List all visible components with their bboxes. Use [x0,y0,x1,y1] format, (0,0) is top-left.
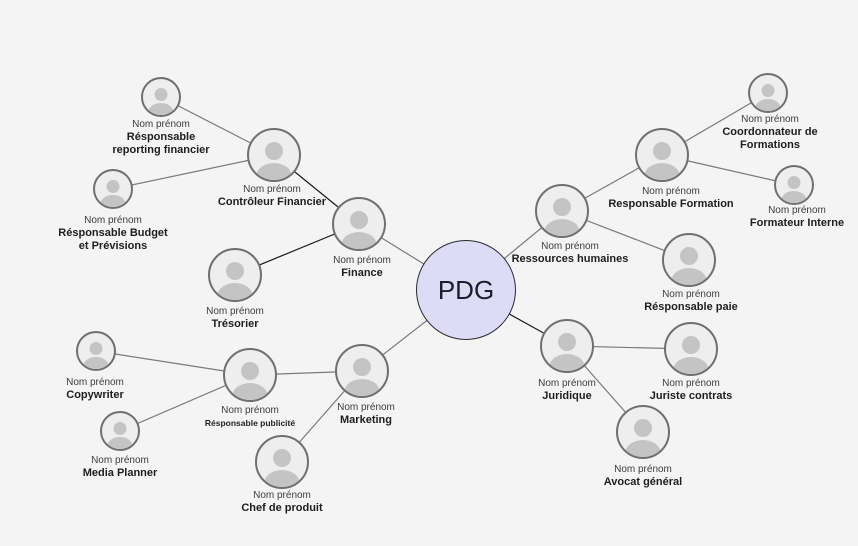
person-name: Nom prénom [206,306,264,317]
user-avatar-icon [540,319,594,373]
user-avatar-icon [748,73,788,113]
copywriter-label: Nom prénom Copywriter [66,376,124,402]
person-name: Nom prénom [243,184,301,195]
person-name: Nom prénom [541,241,599,252]
budget-avatar[interactable] [93,169,133,209]
role-title: Contrôleur Financier [217,196,327,208]
role-title: Chef de produit [241,502,323,514]
person-name: Nom prénom [614,464,672,475]
reporting-avatar[interactable] [141,77,181,117]
user-avatar-icon [664,322,718,376]
person-name: Nom prénom [84,215,142,226]
coordonnateur-label: Nom prénom Coordonnateur de Formations [714,113,826,152]
paie-label: Nom prénom Résponsable paie [644,288,738,314]
role-title: Coordonnateur de Formations [722,126,818,151]
user-avatar-icon [774,165,814,205]
person-name: Nom prénom [333,255,391,266]
user-avatar-icon [635,128,689,182]
controleur-label: Nom prénom Contrôleur Financier [218,183,326,209]
formation-avatar[interactable] [635,128,689,182]
tresorier-label: Nom prénom Trésorier [206,305,264,331]
user-avatar-icon [223,348,277,402]
avocat-label: Nom prénom Avocat général [604,463,682,489]
budget-label: Nom prénom Résponsable Budget et Prévisi… [54,214,172,253]
role-title: Trésorier [211,318,259,330]
coordonnateur-avatar[interactable] [748,73,788,113]
person-name: Nom prénom [538,378,596,389]
finance-avatar[interactable] [332,197,386,251]
rh-label: Nom prénom Ressources humaines [512,240,629,266]
user-avatar-icon [662,233,716,287]
user-avatar-icon [141,77,181,117]
rh-avatar[interactable] [535,184,589,238]
formation-label: Nom prénom Responsable Formation [608,185,733,211]
role-title: Responsable Formation [608,198,734,210]
avocat-avatar[interactable] [616,405,670,459]
publicite-avatar[interactable] [223,348,277,402]
controleur-avatar[interactable] [247,128,301,182]
mediaplanner-label: Nom prénom Media Planner [83,454,158,480]
user-avatar-icon [93,169,133,209]
user-avatar-icon [76,331,116,371]
role-title: Juriste contrats [649,390,733,402]
person-name: Nom prénom [768,205,826,216]
mediaplanner-avatar[interactable] [100,411,140,451]
copywriter-avatar[interactable] [76,331,116,371]
chefproduit-label: Nom prénom Chef de produit [241,489,322,515]
user-avatar-icon [535,184,589,238]
role-title: Formateur Interne [749,217,845,229]
chefproduit-avatar[interactable] [255,435,309,489]
user-avatar-icon [332,197,386,251]
marketing-label: Nom prénom Marketing [337,401,395,427]
user-avatar-icon [208,248,262,302]
role-title: Copywriter [66,389,124,401]
role-title: Ressources humaines [511,253,629,265]
role-title: Résponsable Budget et Prévisions [58,227,168,252]
person-name: Nom prénom [741,114,799,125]
publicite-label: Nom prénom Résponsable publicité [205,404,295,430]
user-avatar-icon [255,435,309,489]
juridique-label: Nom prénom Juridique [538,377,596,403]
role-title: Avocat général [603,476,683,488]
user-avatar-icon [100,411,140,451]
person-name: Nom prénom [132,119,190,130]
person-name: Nom prénom [253,490,311,501]
person-name: Nom prénom [66,377,124,388]
formateur-avatar[interactable] [774,165,814,205]
marketing-avatar[interactable] [335,344,389,398]
formateur-label: Nom prénom Formateur Interne [750,204,844,230]
person-name: Nom prénom [642,186,700,197]
user-avatar-icon [247,128,301,182]
finance-label: Nom prénom Finance [333,254,391,280]
role-title: Résponsable paie [644,301,738,313]
tresorier-avatar[interactable] [208,248,262,302]
role-title: Résponsable publicité [204,418,296,428]
reporting-label: Nom prénom Résponsable reporting financi… [106,118,216,157]
role-title: Finance [341,267,383,279]
person-name: Nom prénom [221,405,279,416]
role-title: Marketing [340,414,392,426]
ceo-node[interactable]: PDG [416,240,516,340]
role-title: Résponsable reporting financier [112,131,210,156]
person-name: Nom prénom [662,289,720,300]
juriste-avatar[interactable] [664,322,718,376]
person-name: Nom prénom [91,455,149,466]
role-title: Media Planner [82,467,158,479]
ceo-label: PDG [416,240,516,340]
person-name: Nom prénom [662,378,720,389]
user-avatar-icon [616,405,670,459]
paie-avatar[interactable] [662,233,716,287]
person-name: Nom prénom [337,402,395,413]
juriste-label: Nom prénom Juriste contrats [650,377,733,403]
user-avatar-icon [335,344,389,398]
role-title: Juridique [542,390,592,402]
juridique-avatar[interactable] [540,319,594,373]
